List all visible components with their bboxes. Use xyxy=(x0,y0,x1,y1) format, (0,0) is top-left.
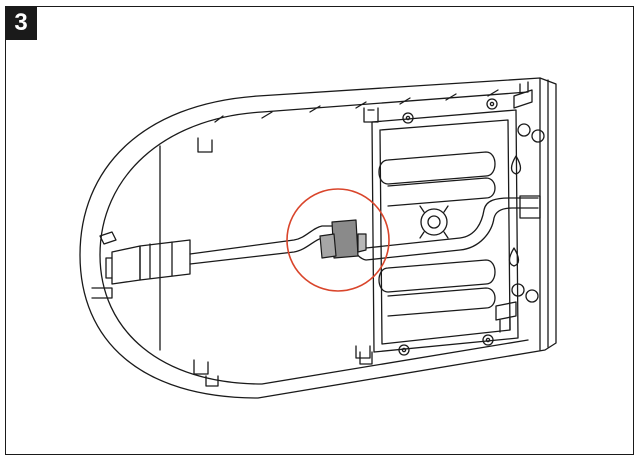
left-edge-tab-lower xyxy=(91,287,113,299)
cable-main-edge xyxy=(189,207,539,265)
figure-frame xyxy=(5,6,634,455)
boss-right-upper-1 xyxy=(517,123,531,137)
screw-top-left xyxy=(402,112,414,124)
left-clip-lower xyxy=(193,359,209,375)
mounting-plate xyxy=(371,109,519,353)
screw-bottom-left xyxy=(398,344,410,356)
cable-clip-side xyxy=(357,233,367,253)
step-number-badge: 3 xyxy=(5,6,37,40)
rim-tabs-bottom xyxy=(205,351,373,387)
cable-end-right xyxy=(519,195,541,219)
center-knob-inner xyxy=(427,215,441,229)
housing-outer-outline xyxy=(79,77,557,399)
plate-clip-top xyxy=(363,107,379,123)
housing-inner-rim xyxy=(99,91,529,385)
connector-plug-lip xyxy=(105,257,113,279)
keyhole-lower xyxy=(508,247,520,267)
plate-slot-upper-2 xyxy=(387,177,496,207)
connector-plug-front xyxy=(111,245,141,285)
screw-top-left-center xyxy=(405,115,411,121)
boss-right-lower-1 xyxy=(511,283,525,297)
plate-slot-lower-2 xyxy=(387,287,496,317)
plate-slot-upper xyxy=(378,151,496,185)
screw-top-right xyxy=(486,98,498,110)
screw-bottom-right-center xyxy=(485,337,491,343)
keyhole-upper xyxy=(510,155,522,175)
connector-plug-body xyxy=(139,239,191,281)
boss-right-upper-2 xyxy=(531,129,545,143)
bracket-top-right xyxy=(513,81,533,109)
connector-plug-ridge xyxy=(149,241,173,279)
screw-bottom-right xyxy=(482,334,494,346)
cable-clip-front xyxy=(319,233,337,259)
highlight-circle xyxy=(286,188,390,292)
center-knob-flats xyxy=(419,205,449,239)
bracket-bottom-right xyxy=(495,301,517,333)
rim-tabs-top xyxy=(214,89,499,123)
screw-top-right-center xyxy=(489,101,495,107)
plate-clip-bottom xyxy=(355,345,371,359)
screw-bottom-left-center xyxy=(401,347,407,353)
center-knob-outer xyxy=(420,208,448,236)
boss-right-lower-2 xyxy=(525,289,539,303)
left-clip-upper xyxy=(197,137,213,153)
plate-slot-lower xyxy=(378,259,496,293)
left-edge-tab-upper xyxy=(99,231,117,245)
housing-right-edge xyxy=(539,77,549,351)
